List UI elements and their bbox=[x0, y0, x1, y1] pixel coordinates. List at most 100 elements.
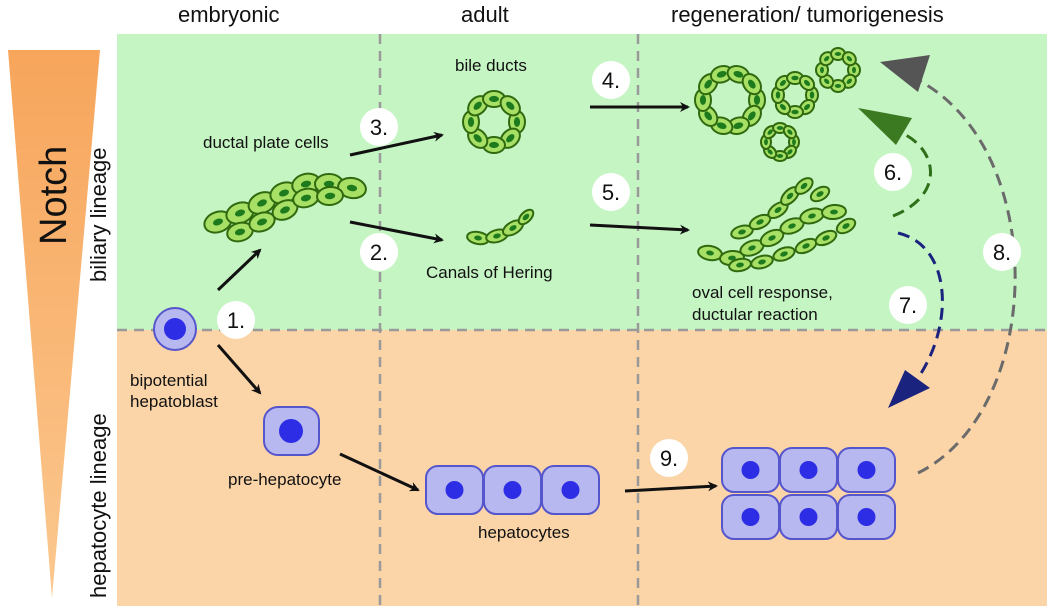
cell-shape bbox=[792, 138, 796, 146]
cell-shape bbox=[824, 78, 830, 84]
cell-shape bbox=[800, 182, 808, 190]
cell-shape bbox=[791, 109, 799, 115]
biliary-lineage-label: biliary lineage bbox=[86, 147, 111, 282]
hepatocyte-nucleus bbox=[857, 461, 876, 479]
cell-shape bbox=[278, 189, 290, 197]
label-prehep: pre-hepatocyte bbox=[228, 470, 341, 489]
cell-shape bbox=[706, 250, 714, 256]
hepatocyte-lineage-label: hepatocyte lineage bbox=[86, 413, 111, 598]
svg-text:2.: 2. bbox=[370, 240, 388, 265]
hepatocyte-nucleus bbox=[799, 461, 818, 479]
cell-shape bbox=[767, 149, 773, 155]
cell-shape bbox=[775, 91, 781, 99]
cell-shape bbox=[234, 228, 246, 236]
cell-shape bbox=[767, 129, 773, 135]
cell-shape bbox=[846, 78, 852, 84]
svg-text:8.: 8. bbox=[993, 240, 1011, 265]
arrow-2 bbox=[349, 220, 444, 244]
hepatocyte-nucleus bbox=[741, 461, 760, 479]
label-ductal-plate: ductal plate cells bbox=[203, 133, 329, 152]
cell-shape bbox=[747, 79, 756, 89]
step-4: 4. bbox=[592, 61, 630, 99]
label-oval-1: oval cell response, bbox=[692, 283, 833, 302]
arrow-1-hepatocyte bbox=[216, 344, 262, 395]
svg-text:4.: 4. bbox=[602, 68, 620, 93]
cell-shape bbox=[808, 213, 816, 219]
cell-shape bbox=[704, 111, 713, 121]
cell-shape bbox=[803, 79, 811, 87]
svg-text:7.: 7. bbox=[899, 293, 917, 318]
cell-shape bbox=[473, 101, 482, 110]
cell-shape bbox=[474, 235, 482, 241]
cell-shape bbox=[834, 84, 842, 88]
cell-shape bbox=[699, 94, 707, 106]
hepatocyte-nucleus bbox=[561, 481, 580, 499]
step-1: 1. bbox=[217, 301, 255, 339]
cell-shape bbox=[768, 235, 776, 241]
step-6: 6. bbox=[874, 153, 912, 191]
cell-shape bbox=[736, 262, 744, 268]
cell-shape bbox=[473, 134, 482, 143]
header-regeneration: regeneration/ tumorigenesis bbox=[671, 2, 944, 27]
cell-shape bbox=[776, 126, 784, 130]
cell-shape bbox=[846, 56, 852, 62]
label-canals: Canals of Hering bbox=[426, 263, 553, 282]
cell-shape bbox=[803, 103, 811, 111]
hepatocyte-nucleus bbox=[741, 508, 760, 526]
label-bile-ducts: bile ducts bbox=[455, 56, 527, 75]
cell-shape bbox=[300, 180, 312, 188]
hepatocyte-nucleus bbox=[799, 508, 818, 526]
pre-hepatocyte-cell bbox=[263, 406, 320, 456]
notch-gradient-triangle bbox=[8, 50, 100, 598]
cell-shape bbox=[324, 192, 336, 200]
cell-shape bbox=[716, 71, 727, 78]
cell-shape bbox=[256, 218, 268, 226]
bipotential-hepatoblast bbox=[153, 307, 197, 351]
label-oval-2: ductular reaction bbox=[692, 305, 818, 324]
arrow-prehep bbox=[339, 452, 420, 492]
cell-shape bbox=[780, 251, 788, 257]
cell-shape bbox=[509, 225, 517, 231]
cell-shape bbox=[747, 111, 756, 121]
cell-shape bbox=[234, 209, 246, 217]
cell-shape bbox=[748, 245, 756, 251]
step-9: 9. bbox=[650, 439, 688, 477]
cell-shape bbox=[753, 94, 761, 106]
arrow-5 bbox=[589, 223, 690, 235]
cell-shape bbox=[787, 149, 793, 155]
step-3: 3. bbox=[360, 108, 398, 146]
cell-shape bbox=[704, 79, 713, 89]
cell-shape bbox=[212, 218, 224, 226]
cell-shape bbox=[280, 206, 290, 214]
step-7: 7. bbox=[889, 286, 927, 324]
svg-text:9.: 9. bbox=[660, 446, 678, 471]
arrow-9 bbox=[624, 481, 718, 493]
cell-shape bbox=[787, 129, 793, 135]
cell-shape bbox=[513, 116, 521, 128]
cell-shape bbox=[834, 52, 842, 56]
cell-shape bbox=[756, 219, 764, 225]
arrow-3 bbox=[349, 131, 444, 157]
biliary-cells bbox=[203, 47, 861, 273]
cell-shape bbox=[467, 116, 475, 128]
svg-text:3.: 3. bbox=[370, 115, 388, 140]
cell-shape bbox=[323, 180, 335, 188]
step-8: 8. bbox=[983, 233, 1021, 271]
cell-shape bbox=[809, 91, 815, 99]
svg-text:5.: 5. bbox=[602, 180, 620, 205]
hepatocyte-nucleus bbox=[445, 481, 464, 499]
cell-shape bbox=[774, 207, 782, 213]
label-bipotential-1: bipotential bbox=[130, 371, 208, 390]
header-adult: adult bbox=[461, 2, 509, 27]
cell-shape bbox=[822, 235, 830, 241]
arrow-6-head bbox=[858, 108, 912, 145]
cell-shape bbox=[493, 233, 501, 239]
arrows-black bbox=[216, 102, 718, 493]
notch-label: Notch bbox=[33, 146, 75, 245]
cell-shape bbox=[830, 209, 838, 215]
step-5: 5. bbox=[592, 173, 630, 211]
header-embryonic: embryonic bbox=[178, 2, 279, 27]
cell-shape bbox=[776, 154, 784, 158]
hepatocyte-nucleus bbox=[503, 481, 522, 499]
cell-shape bbox=[300, 194, 312, 202]
